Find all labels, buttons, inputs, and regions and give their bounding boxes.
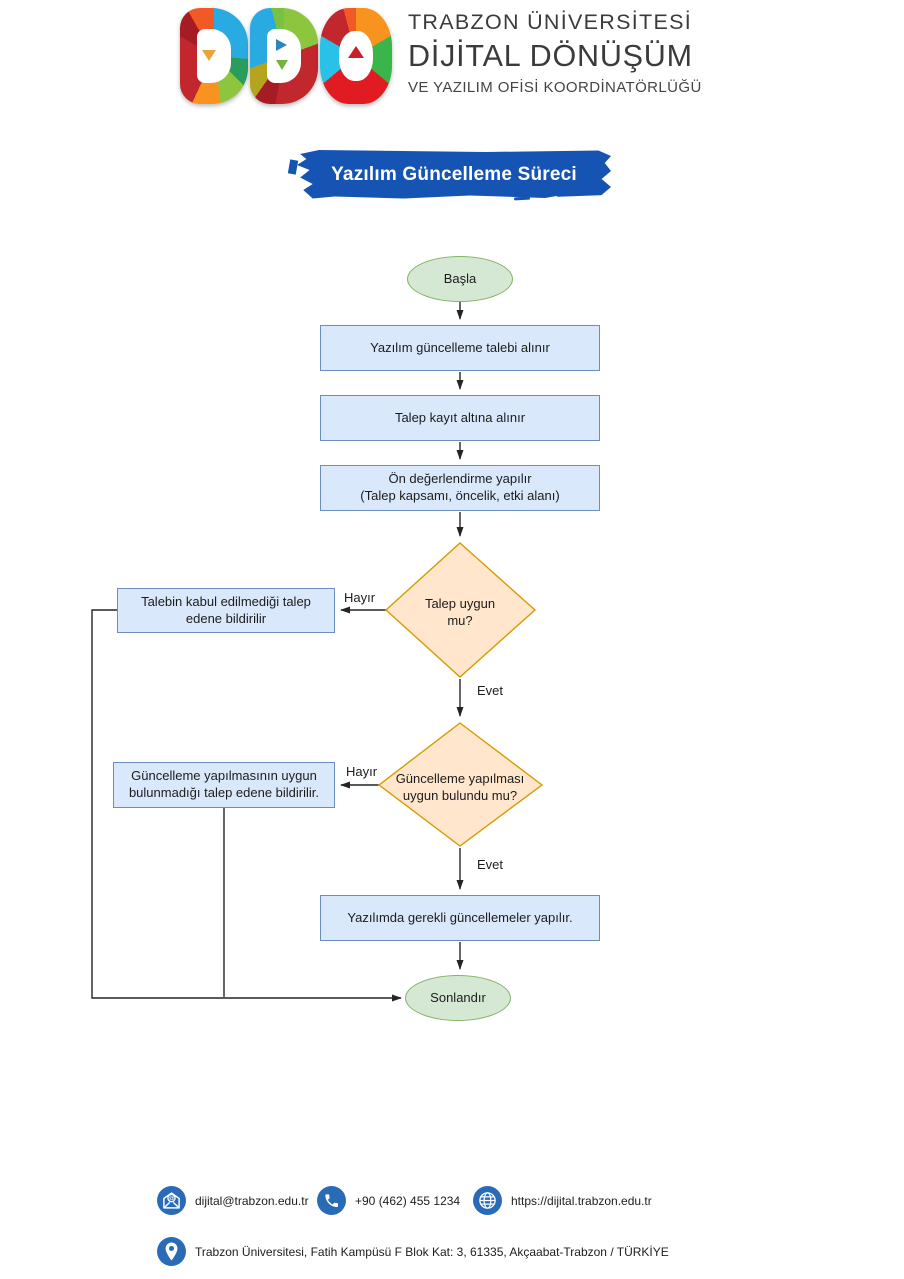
decision1-label: Talep uygun mu? [400, 596, 520, 630]
logo-triangle-icon [348, 46, 364, 58]
edge-label-yes2: Evet [477, 857, 504, 872]
footer-address-text: Trabzon Üniversitesi, Fatih Kampüsü F Bl… [195, 1244, 669, 1259]
banner-brush-dash [287, 159, 299, 175]
org-unit: DİJİTAL DÖNÜŞÜM [408, 38, 693, 73]
process-step1: Yazılım güncelleme talebi alınır [320, 325, 600, 371]
footer-website-text: https://dijital.trabzon.edu.tr [511, 1193, 652, 1208]
logo-letter-o [320, 8, 392, 104]
org-title-block: TRABZON ÜNİVERSİTESİ DİJİTAL DÖNÜŞÜM VE … [408, 10, 878, 96]
globe-icon [473, 1186, 502, 1215]
edge-label-no2: Hayır [346, 764, 378, 779]
process-step3-line2: (Talep kapsamı, öncelik, etki alanı) [360, 488, 560, 503]
svg-text:@: @ [168, 1195, 174, 1202]
process-step4: Yazılımda gerekli güncellemeler yapılır. [320, 895, 600, 941]
process-title-banner: Yazılım Güncelleme Süreci [297, 150, 611, 199]
org-subunit: VE YAZILIM OFİSİ KOORDİNATÖRLÜĞÜ [408, 78, 702, 96]
decision2-line2: uygun bulundu mu? [402, 787, 518, 803]
ddo-logo [180, 8, 392, 104]
phone-icon [317, 1186, 346, 1215]
edge-label-no1: Hayır [344, 590, 376, 605]
process-reject2: Güncelleme yapılmasının uygun bulunmadığ… [113, 762, 335, 808]
process-reject1: Talebin kabul edilmediği talep edene bil… [117, 588, 335, 633]
logo-triangle-icon [276, 60, 288, 70]
process-reject1-line2: edene bildirilir [185, 610, 267, 626]
logo-triangle-icon [202, 50, 216, 61]
end-node: Sonlandır [405, 975, 511, 1021]
footer-website: https://dijital.trabzon.edu.tr [473, 1186, 652, 1215]
logo-letter-d1 [180, 8, 248, 104]
decision1-line1: Talep uygun [424, 596, 496, 611]
footer-email-text: dijital@trabzon.edu.tr [195, 1193, 309, 1208]
banner-brush-dash [555, 190, 603, 197]
process-step3-line1: Ön değerlendirme yapılır [388, 471, 532, 487]
decision1-line2: mu? [447, 612, 473, 628]
decision2-label: Güncelleme yapılması uygun bulundu mu? [375, 771, 545, 805]
start-node: Başla [407, 256, 513, 302]
footer-email: @ dijital@trabzon.edu.tr [157, 1186, 309, 1215]
footer-phone: +90 (462) 455 1234 [317, 1186, 460, 1215]
banner-brush-dash [513, 196, 531, 201]
location-icon [157, 1237, 186, 1266]
logo-letter-d2 [250, 8, 318, 104]
decision2-line1: Güncelleme yapılması [395, 771, 525, 786]
process-reject2-line2: bulunmadığı talep edene bildirilir. [128, 785, 320, 800]
email-icon: @ [157, 1186, 186, 1215]
process-title: Yazılım Güncelleme Süreci [331, 164, 577, 185]
process-reject2-line1: Güncelleme yapılmasının uygun [131, 768, 317, 784]
footer-phone-text: +90 (462) 455 1234 [355, 1193, 461, 1208]
process-step3: Ön değerlendirme yapılır (Talep kapsamı,… [320, 465, 600, 511]
org-name: TRABZON ÜNİVERSİTESİ [408, 10, 693, 34]
logo-triangle-icon [276, 39, 287, 51]
process-step2: Talep kayıt altına alınır [320, 395, 600, 441]
process-reject1-line1: Talebin kabul edilmediği talep [141, 593, 311, 609]
edge-label-yes1: Evet [477, 683, 504, 698]
footer-address: Trabzon Üniversitesi, Fatih Kampüsü F Bl… [157, 1237, 669, 1266]
